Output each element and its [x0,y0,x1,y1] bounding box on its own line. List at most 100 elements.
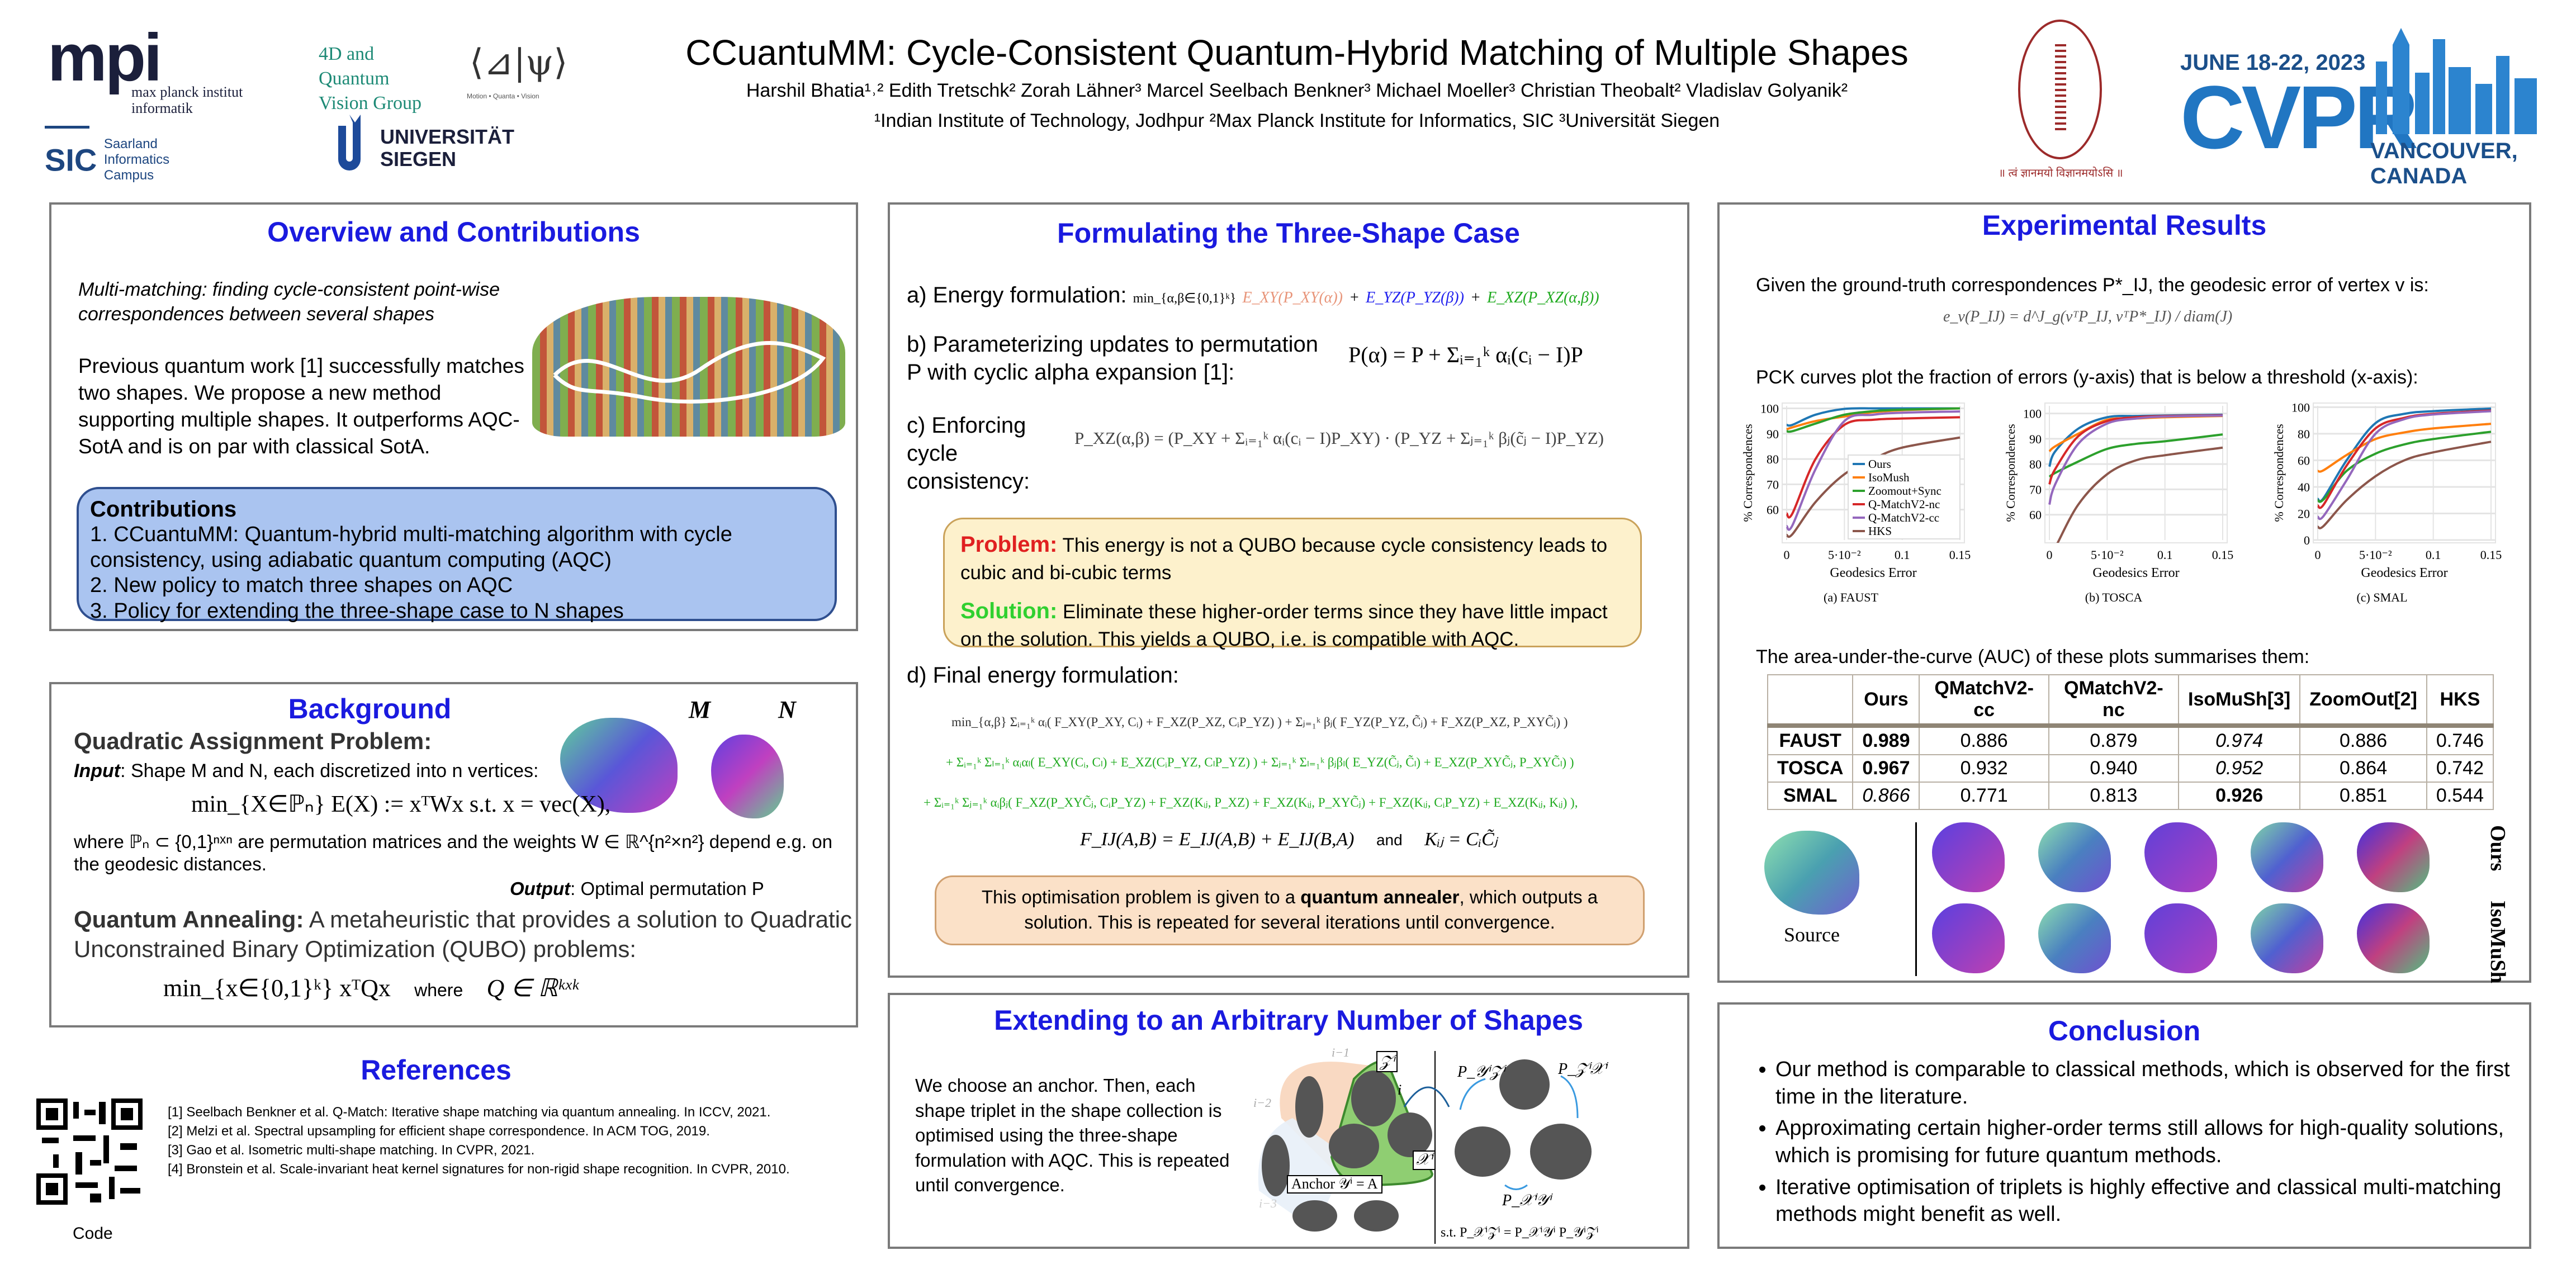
quantum-annealer-box: This optimisation problem is given to a … [935,875,1645,945]
qa-title: Quantum Annealing: [74,906,304,932]
solution-text: Solution: Eliminate these higher-order t… [960,596,1625,652]
multi-shape-collection-image [532,263,845,442]
y-tick-label: 60 [2298,453,2310,467]
auc-value: 0.886 [2299,725,2427,755]
iit-motto: ॥ त्वं ज्ञानमयो विज्ञानमयोऽसि ॥ [1999,167,2123,179]
final-energy-line: + Σᵢ₌₁ᵏ Σⱼ₌₁ᵏ αᵢβⱼ( F_XZ(P_XYC̃ⱼ, CᵢP_YZ… [924,795,1578,809]
poster-title: CCuantuMM: Cycle-Consistent Quantum-Hybr… [685,32,1909,73]
geodesic-error-text: Given the ground-truth correspondences P… [1756,274,2429,296]
x-tick-label: 0.1 [1895,548,1910,562]
annealer-text-bold: quantum annealer [1300,887,1460,907]
results-panel: Experimental Results Given the ground-tr… [1717,202,2531,983]
vision-group-symbol: ⟨⊿|ψ⟩ [470,42,568,83]
solution-label: Solution: [960,599,1058,624]
label-p-zx: P_𝒵ⁱ𝒳ⁱ [1558,1060,1607,1078]
qap-where: where ℙₙ ⊂ {0,1}ⁿˣⁿ are permutation matr… [74,831,833,874]
input-text: : Shape M and N, each discretized into n… [120,760,539,782]
isomush-row-label: IsoMuSh [2486,901,2509,983]
overview-body: Previous quantum work [1] successfully m… [78,354,524,458]
cat-shape-n [711,735,784,818]
result-cat-shape [2357,822,2430,892]
source-label: Source [1784,924,1840,946]
label-i-minus-2: i−2 [1253,1096,1271,1110]
formulating-title: Formulating the Three-Shape Case [1057,217,1520,249]
label-i: i [1398,1082,1402,1098]
result-cat-shape [2038,822,2111,892]
label-p-yz: P_𝒴ⁱ𝒵ⁱ [1457,1063,1505,1081]
quantum-annealing-text: Quantum Annealing: A metaheuristic that … [74,905,856,964]
energy-term-xy: E_XY(P_XY(α)) [1242,289,1343,306]
conclusion-item: Iterative optimisation of triplets is hi… [1775,1174,2513,1228]
y-axis-label: % Correspondences [2004,424,2018,522]
human-shapes-texture [532,297,845,437]
siegen-name: UNIVERSITÄT SIEGEN [380,125,515,171]
auc-value: 0.742 [2426,754,2494,783]
auc-value: 0.866 [1852,782,1920,810]
auc-value: 0.952 [2178,754,2301,783]
qap-title: Quadratic Assignment Problem: [74,728,432,754]
y-tick-label: 100 [1760,402,1779,416]
y-axis-label: % Correspondences [1741,424,1755,522]
auc-text: The area-under-the-curve (AUC) of these … [1756,646,2310,667]
sic-sub: Saarland Informatics Campus [103,136,170,183]
overview-title: Overview and Contributions [267,216,640,248]
solution-body: Eliminate these higher-order terms since… [960,601,1608,651]
y-tick-label: 0 [2304,533,2310,547]
energy-term-yz: E_YZ(P_YZ(β)) [1366,289,1464,306]
legend-label: Q-MatchV2-cc [1868,511,1939,524]
dataset-name: FAUST [1767,725,1854,755]
series-line-zoomout-sync [2048,433,2223,478]
contributions-title: Contributions [90,497,237,522]
y-tick-label: 80 [1767,452,1779,466]
auc-value: 0.879 [2048,725,2180,755]
y-tick-label: 60 [2029,508,2042,522]
auc-value: 0.974 [2178,725,2301,755]
label-i-minus-3: i−3 [1259,1196,1277,1210]
problem-text: Problem: This energy is not a QUBO becau… [960,529,1625,586]
legend-box [1848,454,1961,539]
legend-label: Q-MatchV2-nc [1868,498,1940,511]
result-cat-grid [1932,820,2457,979]
anchor-diagram: i−1 i−2 i−3 i 𝒵ⁱ 𝒳ⁱ Anchor 𝒴ⁱ = A P_𝒴ⁱ𝒵ⁱ… [1248,1045,1684,1247]
y-tick-label: 90 [1767,427,1779,441]
auc-value: 0.926 [2178,782,2301,810]
series-line-hks [2056,446,2223,543]
final-energy-equation: min_{α,β} Σᵢ₌₁ᵏ αᵢ( F_XY(P_XY, Cᵢ) + F_X… [924,702,1673,823]
parameterizing-label: b) Parameterizing updates to permutation… [907,332,1318,385]
problem-label: Problem: [960,532,1058,557]
conclusion-title: Conclusion [2048,1015,2201,1046]
and-text: and [1376,831,1403,849]
x-tick-label: 0.1 [2426,548,2441,562]
plus: + [1349,289,1360,306]
extending-title: Extending to an Arbitrary Number of Shap… [994,1005,1583,1036]
plot-area [2313,402,2496,543]
output-label: Output [510,878,571,899]
energy-min: min_{α,β∈{0,1}ᵏ} [1133,291,1237,306]
overview-intro: Multi-matching: finding cycle-consistent… [78,279,500,325]
auc-value: 0.940 [2048,754,2180,783]
y-tick-label: 100 [2291,400,2310,414]
energy-label: a) Energy formulation: [907,283,1127,307]
siegen-u-icon [338,115,361,171]
y-tick-label: 40 [2298,480,2310,494]
divider [1915,822,1917,976]
source-cat-shape [1764,831,1859,915]
reference-item: [4] Bronstein et al. Scale-invariant hea… [168,1162,790,1177]
qr-code-icon[interactable] [36,1098,143,1205]
x-tick-label: 0.15 [2212,548,2234,562]
table-header: IsoMuSh[3] [2178,674,2301,728]
background-title: Background [288,693,452,724]
auc-value: 0.746 [2426,725,2494,755]
output-text: : Optimal permutation P [570,878,764,899]
chart-caption: (a) FAUST [1824,590,1879,604]
chart-caption: (b) TOSCA [2085,590,2143,604]
shape-label-n: N [778,696,796,723]
annealer-text-pre: This optimisation problem is given to a [981,887,1301,907]
conclusion-item: Approximating certain higher-order terms… [1775,1115,2513,1169]
y-axis-label: % Correspondences [2272,424,2286,522]
series-line-hks [2317,441,2492,529]
plus: + [1470,289,1481,306]
extending-body: We choose an anchor. Then, each shape tr… [915,1075,1230,1196]
affiliations: ¹Indian Institute of Technology, Jodhpur… [874,110,1720,131]
